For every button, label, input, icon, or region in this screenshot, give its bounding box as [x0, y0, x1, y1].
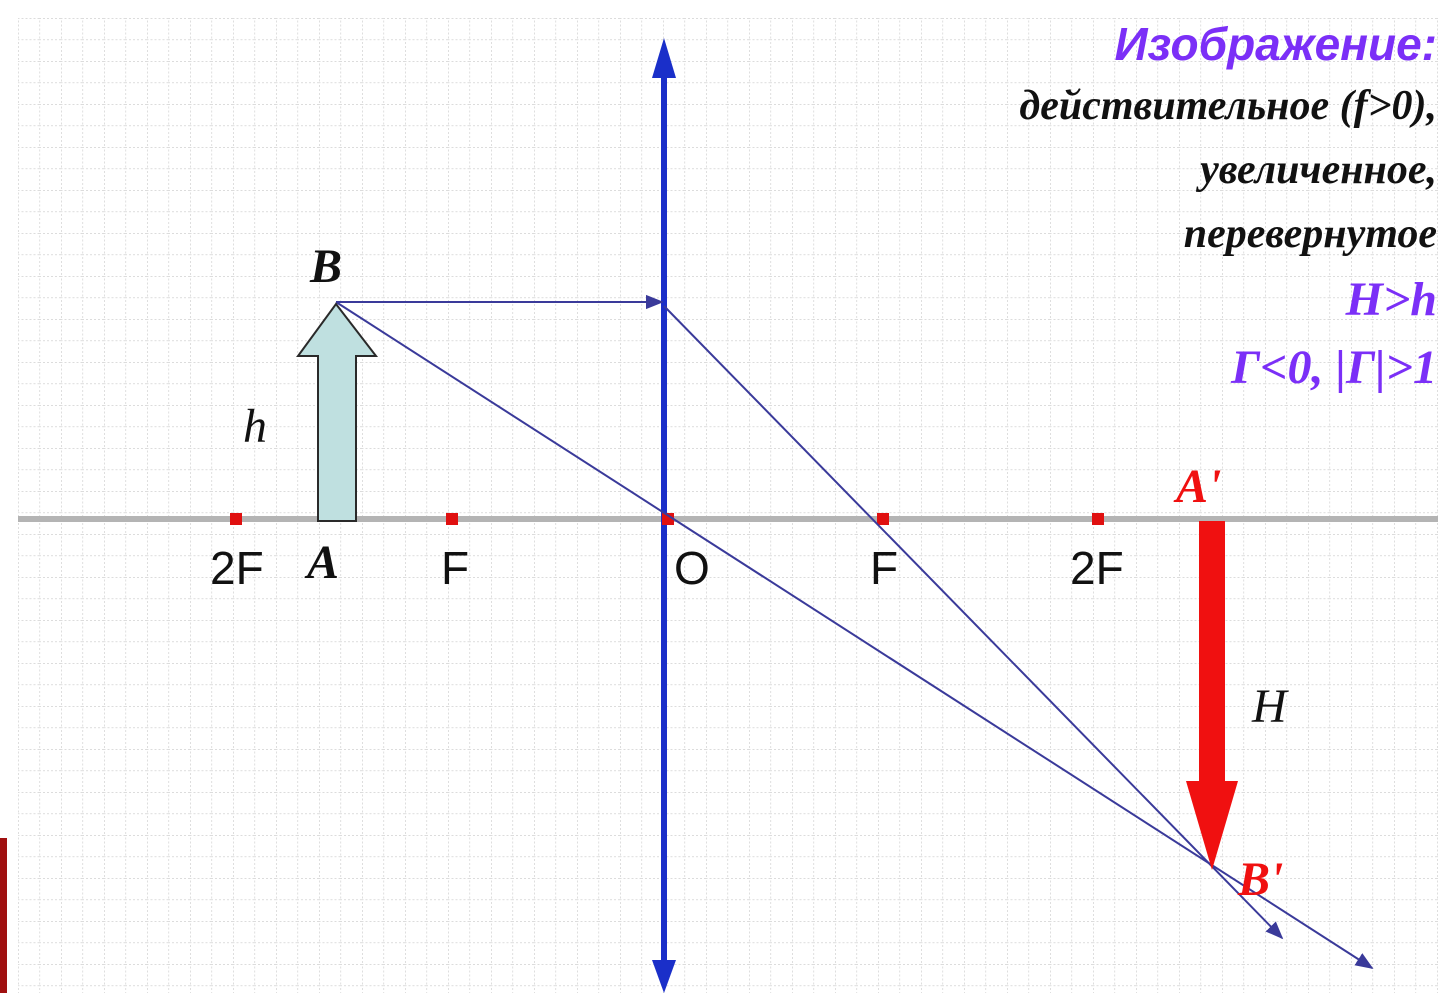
label-left-2f: 2F [210, 542, 264, 594]
label-a-prime: A' [1173, 460, 1221, 513]
image-arrow-head [1186, 781, 1238, 870]
point-o [662, 513, 674, 525]
info-real: действительное (f>0), [1019, 83, 1437, 129]
point-left-f [446, 513, 458, 525]
lens-bottom-arrow [652, 960, 676, 993]
slide-edge-bar [0, 838, 7, 993]
info-magnified: увеличенное, [1200, 147, 1437, 193]
point-right-f [877, 513, 889, 525]
point-right-2f [1092, 513, 1104, 525]
label-right-2f: 2F [1070, 542, 1124, 594]
label-o: O [674, 542, 710, 594]
ray-through-center [335, 301, 1374, 969]
info-formula-magnification: Г<0, |Г|>1 [1231, 341, 1437, 394]
image-properties: Изображение: действительное (f>0), увели… [1019, 14, 1437, 402]
label-a: A [304, 536, 339, 589]
point-left-2f [230, 513, 242, 525]
lens-top-arrow [652, 38, 676, 78]
info-inverted: перевернутое [1183, 211, 1437, 257]
label-right-f: F [870, 542, 898, 594]
image-arrow-shaft [1199, 521, 1225, 783]
label-h-large: H [1251, 680, 1289, 733]
ray-through-focus [663, 305, 1284, 940]
label-h-small: h [243, 400, 267, 453]
info-title: Изображение: [1114, 18, 1437, 70]
label-b-prime: B' [1237, 853, 1283, 906]
info-formula-height: H>h [1345, 273, 1437, 326]
label-left-f: F [441, 542, 469, 594]
label-b: B [309, 240, 342, 293]
object-arrow [296, 302, 379, 522]
